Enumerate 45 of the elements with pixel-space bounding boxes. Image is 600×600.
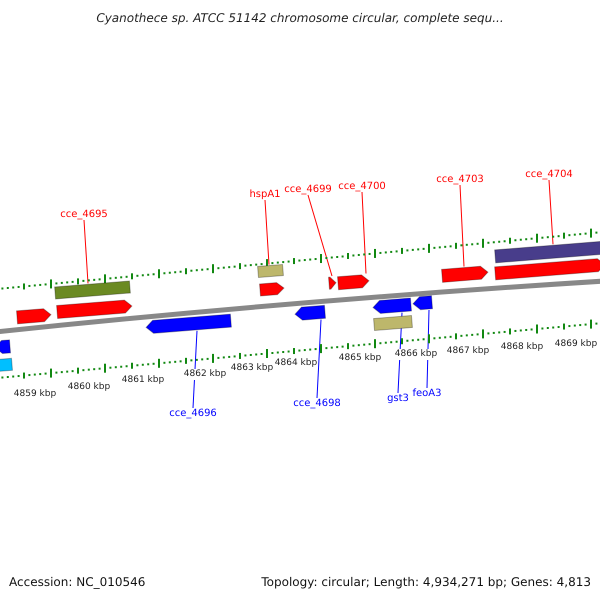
leader-line [308, 194, 332, 277]
gene-label: gst3 [387, 393, 409, 404]
gene-feature [0, 339, 12, 354]
gene-label: cce_4698 [293, 398, 341, 409]
leader-line [264, 200, 270, 266]
gene-feature [412, 295, 434, 310]
scale-label: 4860 kbp [68, 382, 110, 393]
gene-feature [56, 300, 133, 319]
accession-text: Accession: NC_010546 [9, 575, 146, 589]
scale-label: 4862 kbp [184, 369, 226, 380]
scale-label: 4865 kbp [338, 353, 382, 364]
gene-label: cce_4696 [169, 408, 217, 419]
gene-label: hspA1 [249, 189, 281, 200]
gene-feature [259, 282, 285, 296]
scale-label: 4863 kbp [230, 363, 274, 374]
gene-feature [441, 266, 489, 283]
chart-title: Cyanothece sp. ATCC 51142 chromosome circular, complete sequ... [96, 11, 504, 25]
gene-feature [294, 304, 326, 321]
gene-label: cce_4704 [525, 169, 573, 180]
gene-label: cce_4703 [436, 174, 484, 185]
feature-bar [373, 314, 413, 332]
feature-bar [54, 280, 131, 300]
genome-summary-text: Topology: circular; Length: 4,934,271 bp; Genes: 4,813 [261, 575, 591, 589]
scale-label: 4859 kbp [14, 389, 56, 400]
gene-feature [145, 314, 232, 334]
leader-line [84, 220, 88, 284]
feature-bar [257, 264, 284, 278]
scale-label: 4861 kbp [122, 375, 164, 386]
leader-line [460, 184, 464, 268]
gene-label: cce_4700 [338, 181, 386, 192]
gene-label: feoA3 [412, 388, 442, 399]
feature-bar [494, 240, 600, 264]
scale-label: 4866 kbp [394, 349, 438, 360]
gene-label: cce_4699 [284, 184, 332, 195]
gene-label: cce_4695 [60, 209, 108, 220]
leader-line [548, 180, 554, 245]
feature-bar [0, 358, 13, 372]
leader-line [362, 192, 366, 274]
gene-feature [16, 308, 52, 324]
scale-label: 4867 kbp [446, 346, 490, 357]
scale-label: 4869 kbp [554, 339, 598, 350]
gene-feature [494, 258, 600, 280]
scale-label: 4864 kbp [274, 358, 318, 369]
scale-label: 4868 kbp [500, 342, 544, 353]
leader-line [316, 319, 322, 398]
